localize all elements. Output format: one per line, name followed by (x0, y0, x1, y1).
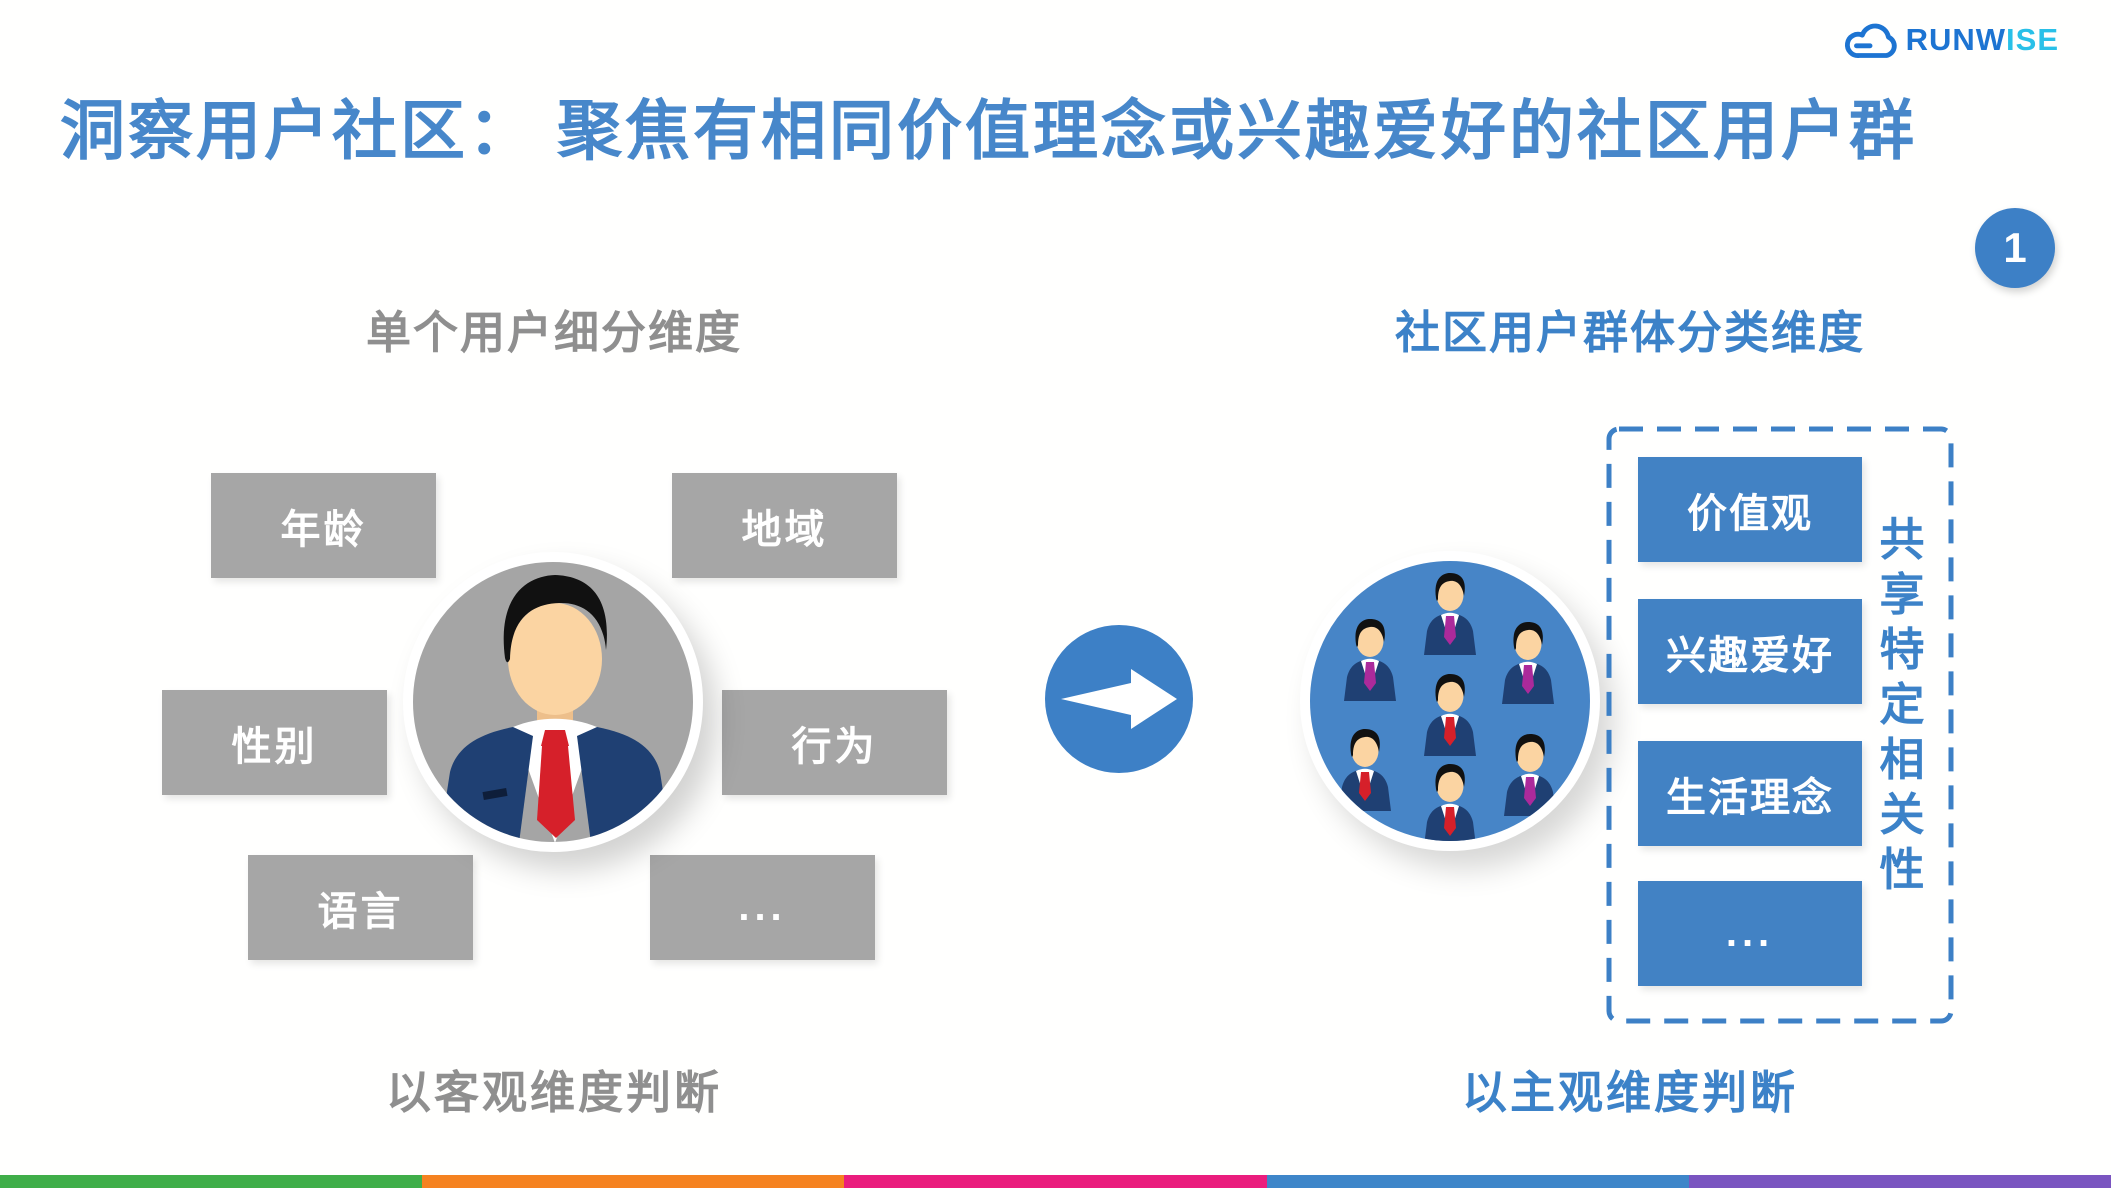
community-person (1334, 727, 1396, 811)
person-icon (1424, 573, 1476, 655)
stripe-segment-orange (422, 1175, 845, 1188)
dashed-border-box (1606, 426, 1954, 1024)
dimension-box-region: 地域 (672, 473, 897, 578)
page-title: 洞察用户社区： 聚焦有相同价值理念或兴趣爱好的社区用户群 (60, 94, 1918, 167)
community-person (1419, 762, 1481, 841)
community-circle (1300, 551, 1600, 851)
person-icon (1344, 619, 1396, 701)
logo-text-secondary: ISE (2006, 22, 2059, 57)
footer-stripe (0, 1175, 2111, 1188)
logo: RUNWISE (1840, 16, 2059, 64)
classify-box-interests: 兴趣爱好 (1638, 599, 1862, 704)
community-person (1339, 617, 1401, 701)
community-person (1499, 732, 1561, 816)
stripe-segment-purple (1688, 1175, 2111, 1188)
cloud-icon (1844, 23, 1897, 58)
single-user-circle (403, 552, 703, 852)
person-avatar-icon (439, 575, 671, 842)
left-caption: 以客观维度判断 (385, 1067, 722, 1118)
person-icon (1424, 674, 1476, 756)
arrow-right-icon (1061, 669, 1177, 729)
stripe-segment-green (0, 1175, 423, 1188)
classify-box-lifestyle: 生活理念 (1638, 741, 1862, 846)
classify-box-more: ... (1638, 881, 1862, 986)
left-section-heading: 单个用户细分维度 (365, 307, 742, 358)
dimension-box-behavior: 行为 (722, 690, 947, 795)
person-icon (1424, 764, 1476, 841)
stripe-segment-blue (1266, 1175, 1689, 1188)
stripe-segment-magenta (844, 1175, 1267, 1188)
person-icon (1504, 734, 1556, 816)
dimension-box-gender: 性别 (162, 690, 387, 795)
person-icon (1502, 622, 1554, 704)
community-person (1497, 620, 1559, 704)
logo-text-primary: RUNW (1905, 22, 2007, 57)
person-icon (1339, 729, 1391, 811)
right-section-heading: 社区用户群体分类维度 (1394, 307, 1865, 358)
community-person (1419, 672, 1481, 756)
shared-relevance-vertical-label: 共享特定相关性 (1879, 514, 1925, 895)
classify-box-values: 价值观 (1638, 457, 1862, 562)
right-caption: 以主观维度判断 (1461, 1067, 1798, 1118)
dimension-box-age: 年龄 (211, 473, 436, 578)
arrow-circle (1045, 625, 1193, 773)
logo-text: RUNWISE (1906, 22, 2059, 58)
community-person (1419, 571, 1481, 655)
dimension-box-language: 语言 (248, 855, 473, 960)
slide-number-badge: 1 (1975, 208, 2055, 288)
dimension-box-more: ... (650, 855, 875, 960)
community-people (1310, 561, 1590, 841)
